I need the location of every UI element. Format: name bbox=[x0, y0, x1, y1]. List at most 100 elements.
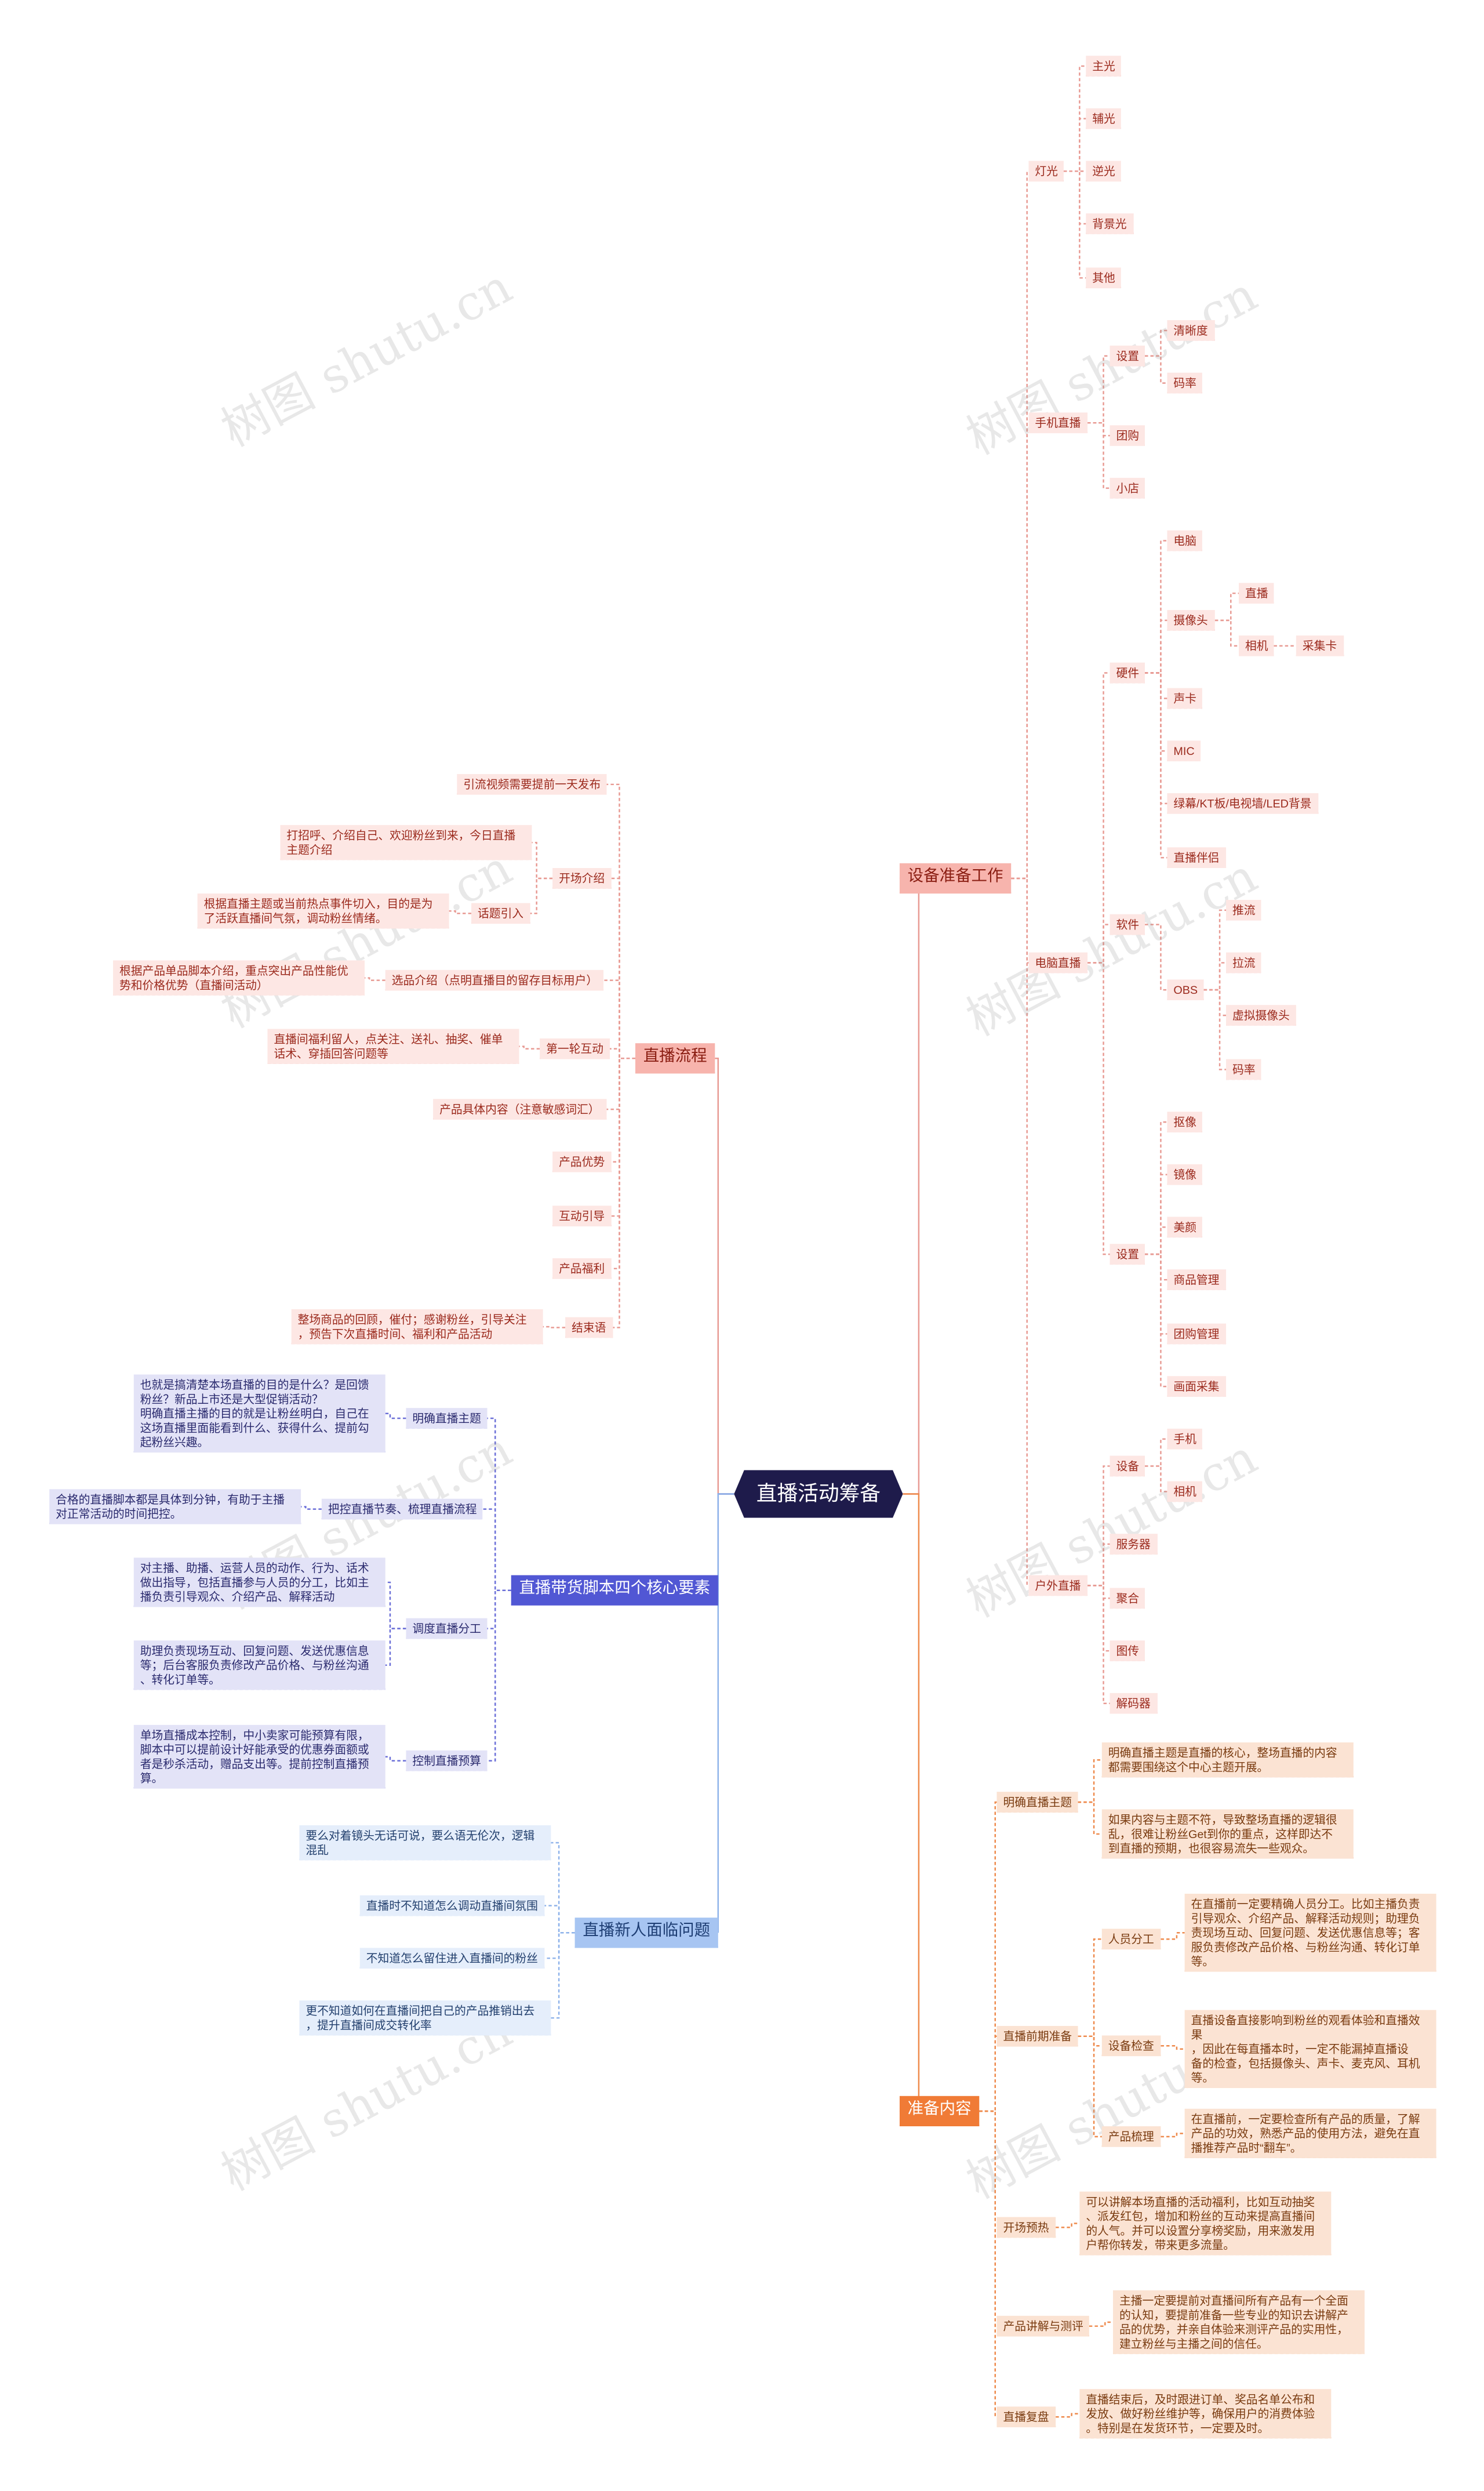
hardware-background[interactable]: 绿幕/KT板/电视墙/LED背景 bbox=[1167, 793, 1318, 814]
process-item[interactable]: 产品具体内容（注意敏感词汇） bbox=[433, 1099, 606, 1120]
prep-product[interactable]: 产品梳理 bbox=[1101, 2126, 1161, 2147]
script-division[interactable]: 调度直播分工 bbox=[406, 1618, 488, 1639]
light-item[interactable]: 背景光 bbox=[1086, 213, 1133, 234]
connector bbox=[1161, 1932, 1185, 1940]
branch-script[interactable]: 直播带货脚本四个核心要素 bbox=[511, 1575, 718, 1605]
obs-item[interactable]: 虚拟摄像头 bbox=[1226, 1005, 1296, 1026]
connector bbox=[1144, 1253, 1167, 1335]
pc-setting-item[interactable]: 商品管理 bbox=[1167, 1269, 1226, 1290]
equipment-outdoor[interactable]: 户外直播 bbox=[1028, 1575, 1087, 1596]
process-round1[interactable]: 第一轮互动 bbox=[540, 1038, 610, 1059]
connector bbox=[1144, 672, 1167, 859]
equipment-phone[interactable]: 手机直播 bbox=[1028, 412, 1087, 434]
pc-setting-item[interactable]: 抠像 bbox=[1167, 1112, 1203, 1132]
pc-hardware[interactable]: 硬件 bbox=[1110, 662, 1146, 684]
branch-equipment[interactable]: 设备准备工作 bbox=[899, 863, 1012, 893]
connector bbox=[1087, 1543, 1110, 1586]
root-node[interactable]: 直播活动筹备 bbox=[734, 1470, 903, 1518]
branch-process[interactable]: 直播流程 bbox=[635, 1043, 715, 1073]
connector bbox=[1087, 1585, 1110, 1652]
prep-recap[interactable]: 直播复盘 bbox=[996, 2406, 1056, 2428]
prep-staff[interactable]: 人员分工 bbox=[1101, 1929, 1161, 1950]
light-item[interactable]: 主光 bbox=[1086, 56, 1122, 77]
prep-product-text: 在直播前，一定要检查所有产品的质量，了解 产品的功效，熟悉产品的使用方法，避免在… bbox=[1184, 2108, 1436, 2158]
prep-theme-text: 明确直播主题是直播的核心，整场直播的内容 都需要围绕这个中心主题开展。 bbox=[1101, 1742, 1354, 1778]
pc-setting-item[interactable]: 画面采集 bbox=[1167, 1376, 1226, 1397]
obs-item[interactable]: 码率 bbox=[1226, 1059, 1262, 1080]
problem-item: 直播时不知道怎么调动直播间氛围 bbox=[359, 1895, 544, 1916]
phone-setting-item[interactable]: 清晰度 bbox=[1167, 320, 1214, 341]
phone-group-buy[interactable]: 团购 bbox=[1110, 425, 1146, 446]
process-opening[interactable]: 开场介绍 bbox=[552, 868, 612, 889]
connector bbox=[1144, 329, 1167, 357]
outdoor-device[interactable]: 设备 bbox=[1110, 1455, 1146, 1477]
connector bbox=[1144, 1121, 1167, 1255]
prep-warmup[interactable]: 开场预热 bbox=[996, 2217, 1056, 2238]
connector bbox=[611, 1058, 635, 1270]
obs-item[interactable]: 拉流 bbox=[1226, 952, 1262, 974]
equipment-light[interactable]: 灯光 bbox=[1028, 161, 1064, 182]
pc-setting-item[interactable]: 团购管理 bbox=[1167, 1323, 1226, 1345]
connector bbox=[1078, 2035, 1102, 2138]
camera-live[interactable]: 直播 bbox=[1239, 583, 1275, 604]
connector bbox=[611, 877, 635, 1059]
software-obs[interactable]: OBS bbox=[1167, 979, 1205, 1000]
prep-pre[interactable]: 直播前期准备 bbox=[996, 2025, 1078, 2047]
outdoor-item[interactable]: 解码器 bbox=[1110, 1693, 1157, 1714]
process-item[interactable]: 产品优势 bbox=[552, 1151, 612, 1172]
script-theme[interactable]: 明确直播主题 bbox=[406, 1408, 488, 1429]
connector bbox=[1087, 422, 1110, 489]
script-rhythm[interactable]: 把控直播节奏、梳理直播流程 bbox=[321, 1498, 483, 1520]
outdoor-device-item[interactable]: 手机 bbox=[1167, 1428, 1203, 1450]
pc-software[interactable]: 软件 bbox=[1110, 914, 1146, 935]
phone-shop[interactable]: 小店 bbox=[1110, 478, 1146, 499]
branch-problems[interactable]: 直播新人面临问题 bbox=[574, 1918, 718, 1947]
prep-device[interactable]: 设备检查 bbox=[1101, 2035, 1161, 2057]
process-topic[interactable]: 话题引入 bbox=[471, 903, 530, 924]
pc-setting-item[interactable]: 美颜 bbox=[1167, 1217, 1203, 1238]
connector bbox=[1161, 2133, 1185, 2138]
hardware-mic[interactable]: MIC bbox=[1167, 740, 1201, 761]
prep-review-text: 主播一定要提前对直播间所有产品有一个全面 的认知，要提前准备一些专业的知识去讲解… bbox=[1113, 2290, 1365, 2354]
connector bbox=[1087, 1585, 1110, 1704]
light-item[interactable]: 其他 bbox=[1086, 267, 1122, 289]
process-closing[interactable]: 结束语 bbox=[565, 1317, 613, 1338]
prep-theme[interactable]: 明确直播主题 bbox=[996, 1792, 1078, 1813]
branch-preparation[interactable]: 准备内容 bbox=[899, 2096, 980, 2126]
outdoor-item[interactable]: 图传 bbox=[1110, 1640, 1146, 1661]
light-item[interactable]: 逆光 bbox=[1086, 161, 1122, 182]
process-closing-text: 整场商品的回顾，催付；感谢粉丝，引导关注 ，预告下次直播时间、福利和产品活动 bbox=[291, 1309, 543, 1345]
obs-item[interactable]: 推流 bbox=[1226, 899, 1262, 921]
process-select[interactable]: 选品介绍（点明直播目的留存目标用户） bbox=[385, 969, 605, 991]
hardware-camera[interactable]: 摄像头 bbox=[1167, 610, 1214, 631]
script-budget[interactable]: 控制直播预算 bbox=[406, 1750, 488, 1771]
pc-setting-item[interactable]: 镜像 bbox=[1167, 1164, 1203, 1185]
connector bbox=[1089, 2321, 1114, 2327]
hardware-computer[interactable]: 电脑 bbox=[1167, 530, 1203, 551]
connector bbox=[1203, 962, 1227, 991]
connector bbox=[899, 877, 920, 1495]
process-item[interactable]: 产品福利 bbox=[552, 1258, 612, 1279]
connector bbox=[1214, 619, 1239, 647]
connector bbox=[1011, 877, 1029, 1586]
pc-settings[interactable]: 设置 bbox=[1110, 1244, 1146, 1265]
connector bbox=[717, 1493, 734, 1933]
connector bbox=[487, 1589, 511, 1762]
phone-settings[interactable]: 设置 bbox=[1110, 346, 1146, 366]
connector bbox=[717, 1493, 734, 1591]
outdoor-device-item[interactable]: 相机 bbox=[1167, 1481, 1203, 1502]
outdoor-item[interactable]: 聚合 bbox=[1110, 1588, 1146, 1609]
hardware-sound-card[interactable]: 声卡 bbox=[1167, 688, 1203, 709]
capture-card[interactable]: 采集卡 bbox=[1296, 635, 1344, 656]
camera-camera[interactable]: 相机 bbox=[1239, 635, 1275, 656]
process-item[interactable]: 互动引导 bbox=[552, 1205, 612, 1227]
process-traffic[interactable]: 引流视频需要提前一天发布 bbox=[457, 774, 608, 795]
light-item[interactable]: 辅光 bbox=[1086, 108, 1122, 129]
prep-review[interactable]: 产品讲解与测评 bbox=[996, 2315, 1090, 2337]
equipment-pc[interactable]: 电脑直播 bbox=[1028, 952, 1087, 974]
hardware-partner[interactable]: 直播伴侣 bbox=[1167, 847, 1226, 869]
phone-setting-item[interactable]: 码率 bbox=[1167, 372, 1203, 394]
connector bbox=[1214, 592, 1239, 622]
outdoor-item[interactable]: 服务器 bbox=[1110, 1534, 1157, 1555]
